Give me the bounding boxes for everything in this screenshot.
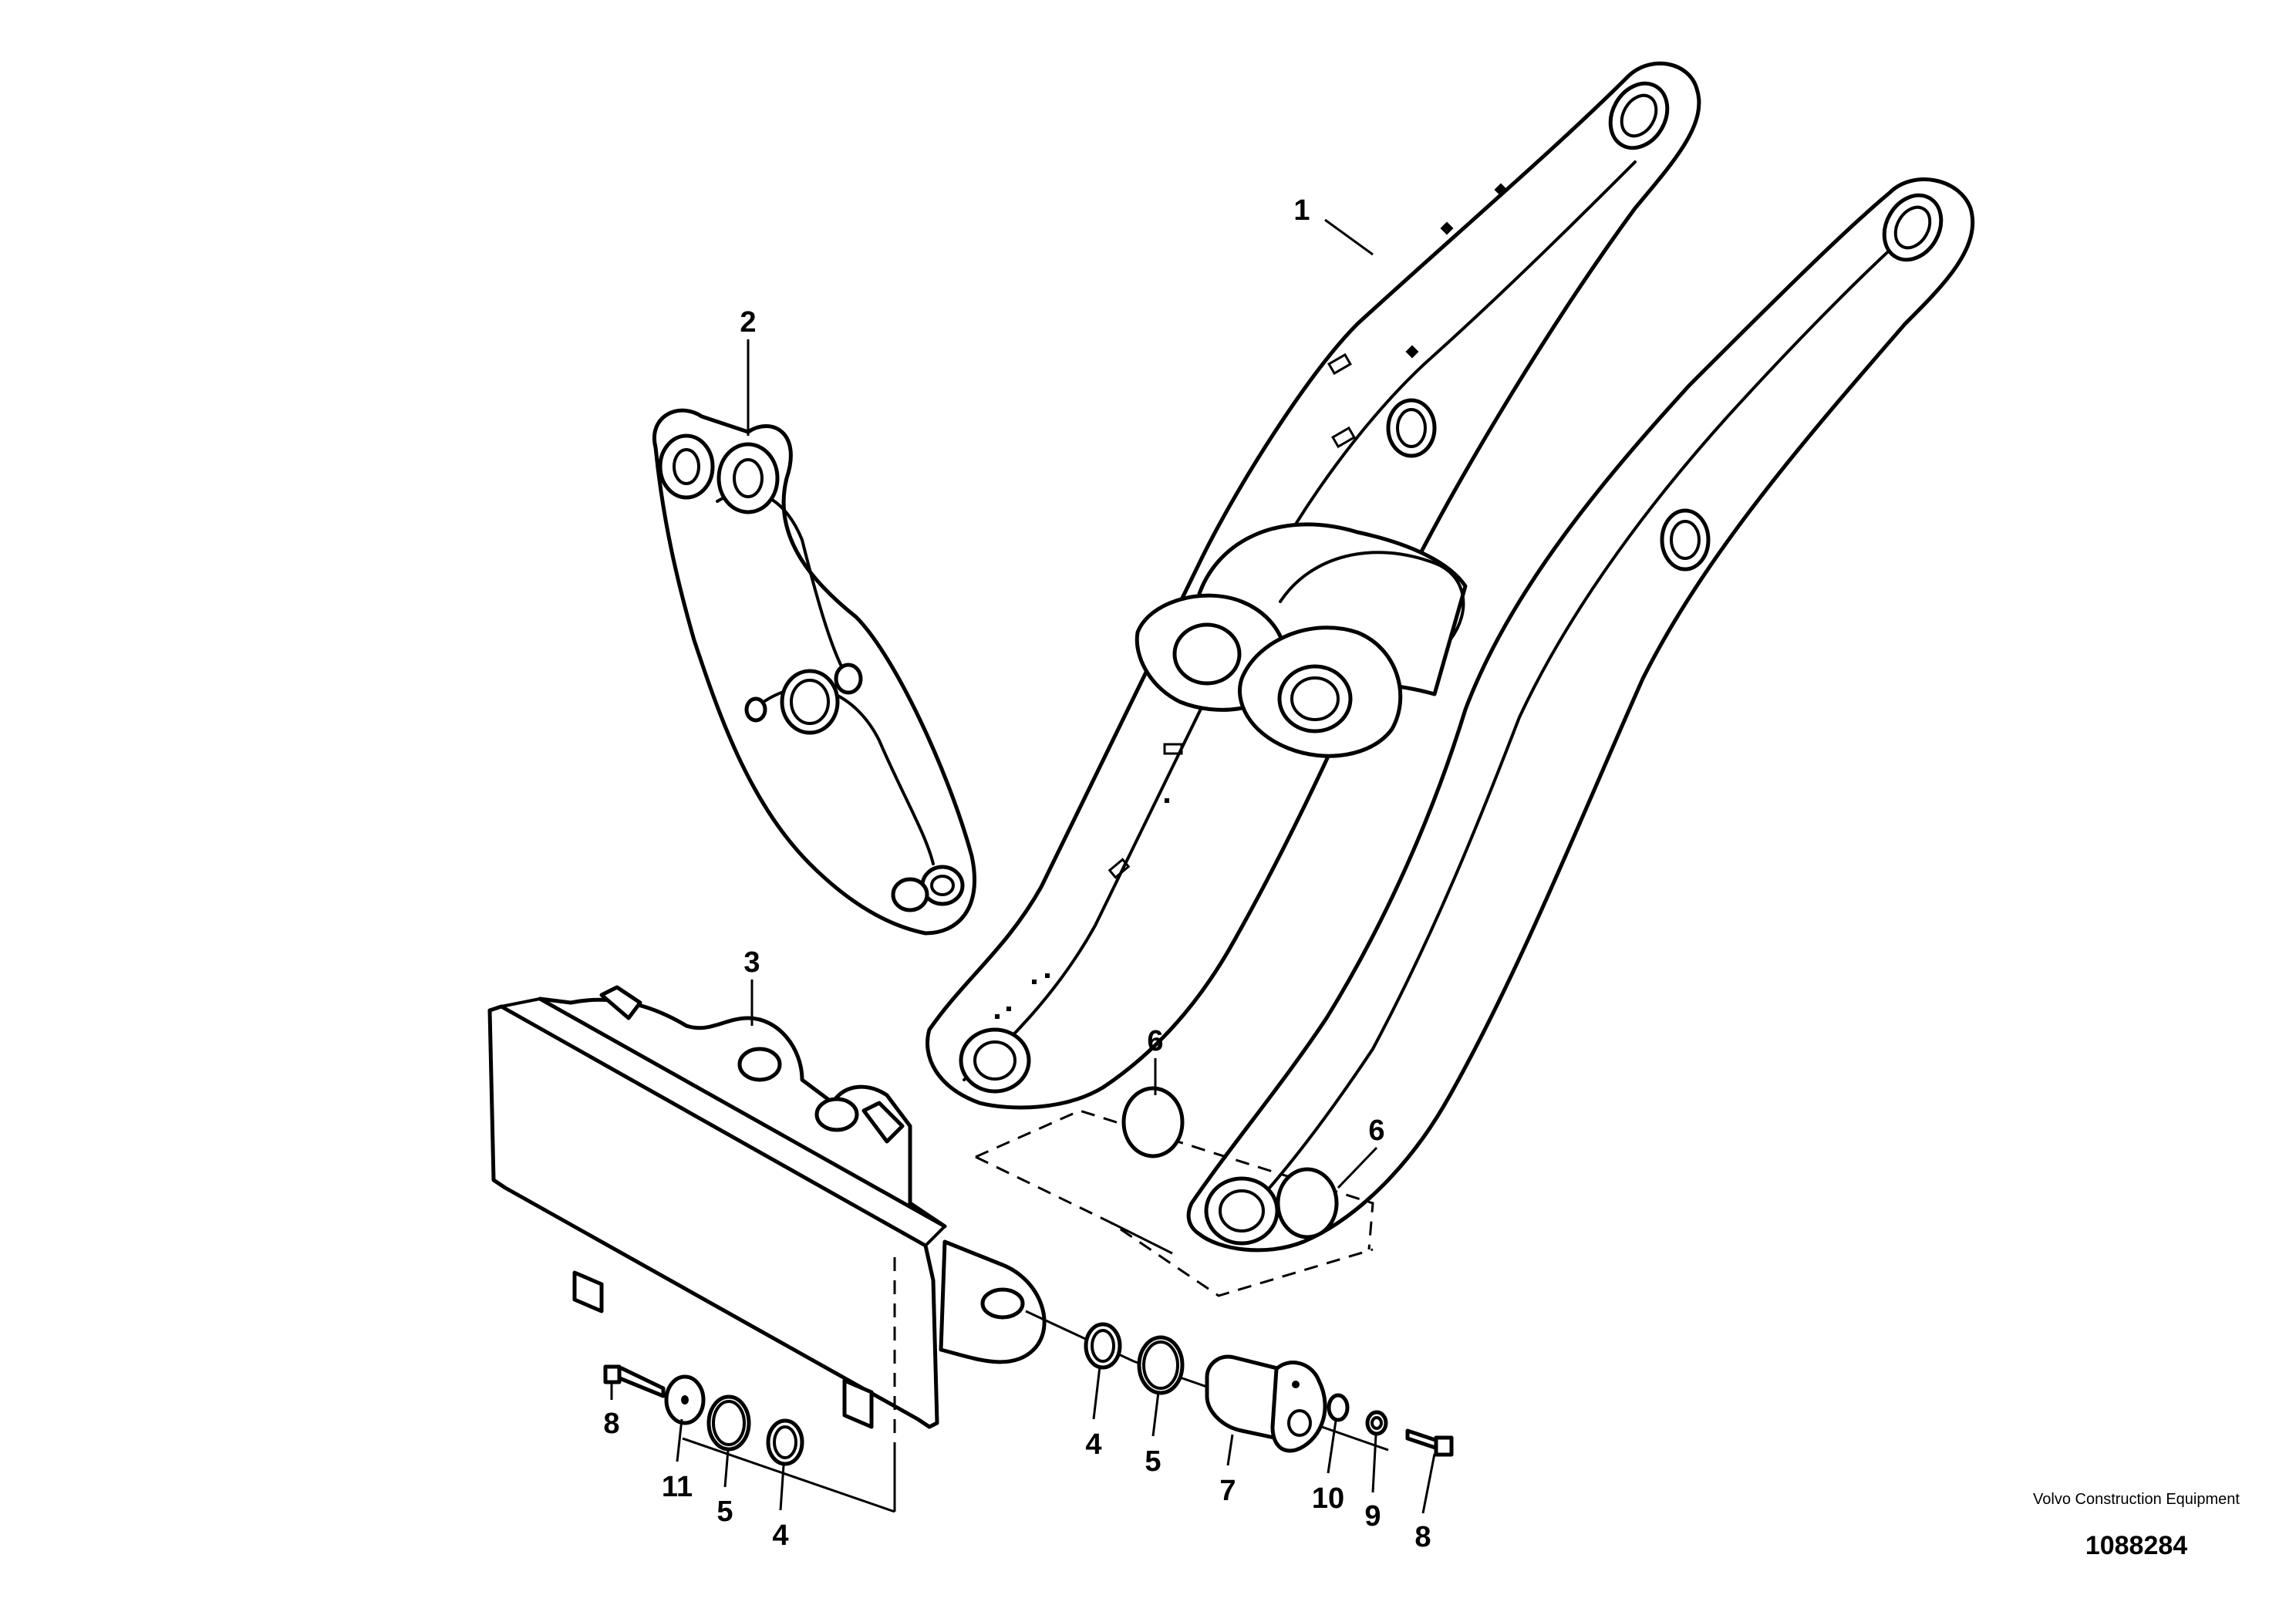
callout-5-left: 5 [716, 1496, 733, 1528]
callout-4-left: 4 [772, 1519, 788, 1552]
callout-7: 7 [1219, 1475, 1236, 1507]
company-name: Volvo Construction Equipment [2033, 1491, 2240, 1508]
callout-3: 3 [743, 946, 760, 979]
shim-5-left [706, 1394, 751, 1452]
quick-coupler [487, 985, 1047, 1429]
callout-6-right: 6 [1368, 1114, 1384, 1147]
bolt-8-right [1405, 1428, 1454, 1457]
callout-5-right: 5 [1145, 1445, 1161, 1478]
shim-5-right [1137, 1335, 1185, 1395]
washer-9 [1365, 1410, 1388, 1436]
callout-8-right: 8 [1414, 1521, 1431, 1553]
callout-1: 1 [1293, 194, 1310, 227]
callout-leaders [610, 218, 1436, 1514]
callout-labels: 1 2 3 4 4 5 5 6 6 7 8 8 9 10 11 [603, 194, 1431, 1553]
spacer-10 [1327, 1393, 1350, 1422]
seal-6-right [1276, 1167, 1339, 1239]
bushing-4-right [1084, 1322, 1122, 1370]
pin-7 [1205, 1354, 1327, 1453]
callout-10: 10 [1312, 1482, 1344, 1515]
bushing-4-left [766, 1418, 804, 1466]
washer-11 [664, 1374, 706, 1425]
callout-8-left: 8 [603, 1408, 619, 1440]
callout-6-left: 6 [1147, 1025, 1163, 1057]
callout-4-right: 4 [1085, 1428, 1101, 1461]
lift-arm [925, 61, 1975, 1253]
tilt-lever [652, 408, 977, 936]
callout-2: 2 [740, 306, 756, 339]
bolt-8-left [603, 1364, 666, 1398]
callout-9: 9 [1364, 1500, 1381, 1533]
seal-6-left [1121, 1086, 1185, 1158]
reference-number: 1088284 [2085, 1531, 2188, 1560]
callout-11: 11 [662, 1471, 693, 1503]
